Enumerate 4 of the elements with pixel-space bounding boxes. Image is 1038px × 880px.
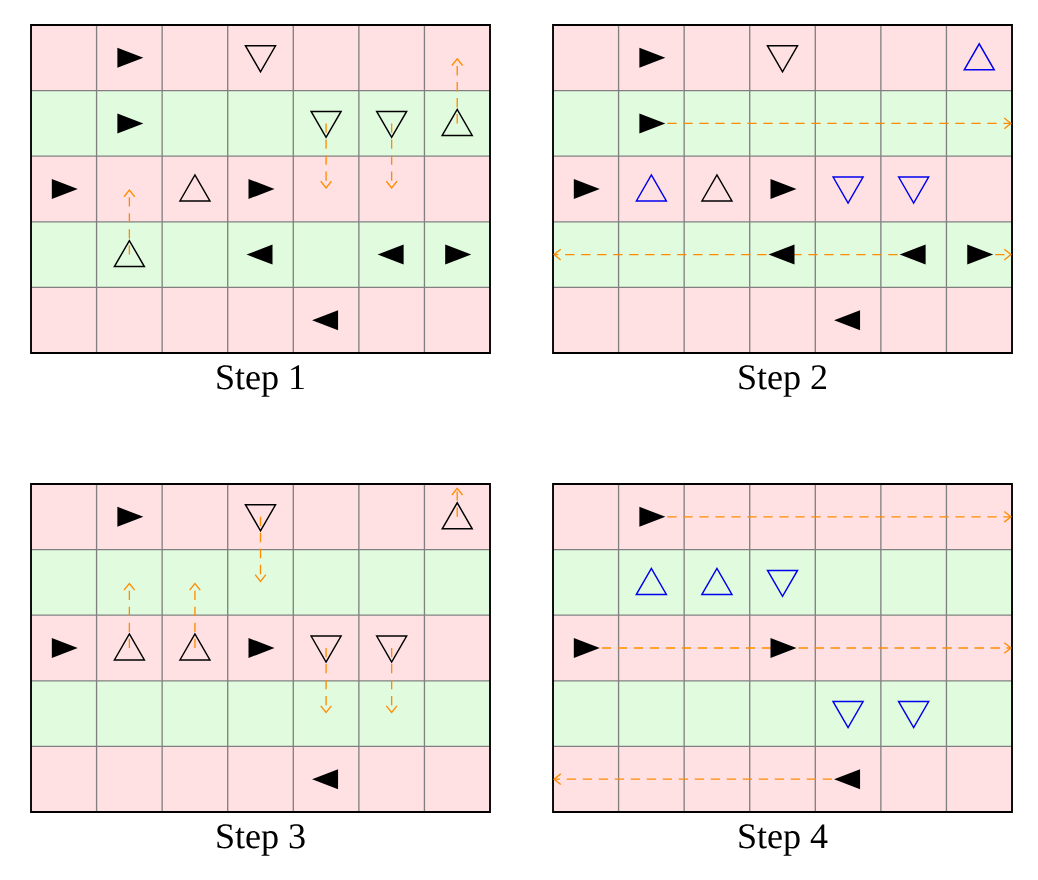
caption: Step 4	[739, 824, 828, 856]
caption: Step 3	[217, 824, 305, 856]
caption: Step 2	[739, 365, 827, 397]
caption: Step 1	[217, 365, 304, 397]
